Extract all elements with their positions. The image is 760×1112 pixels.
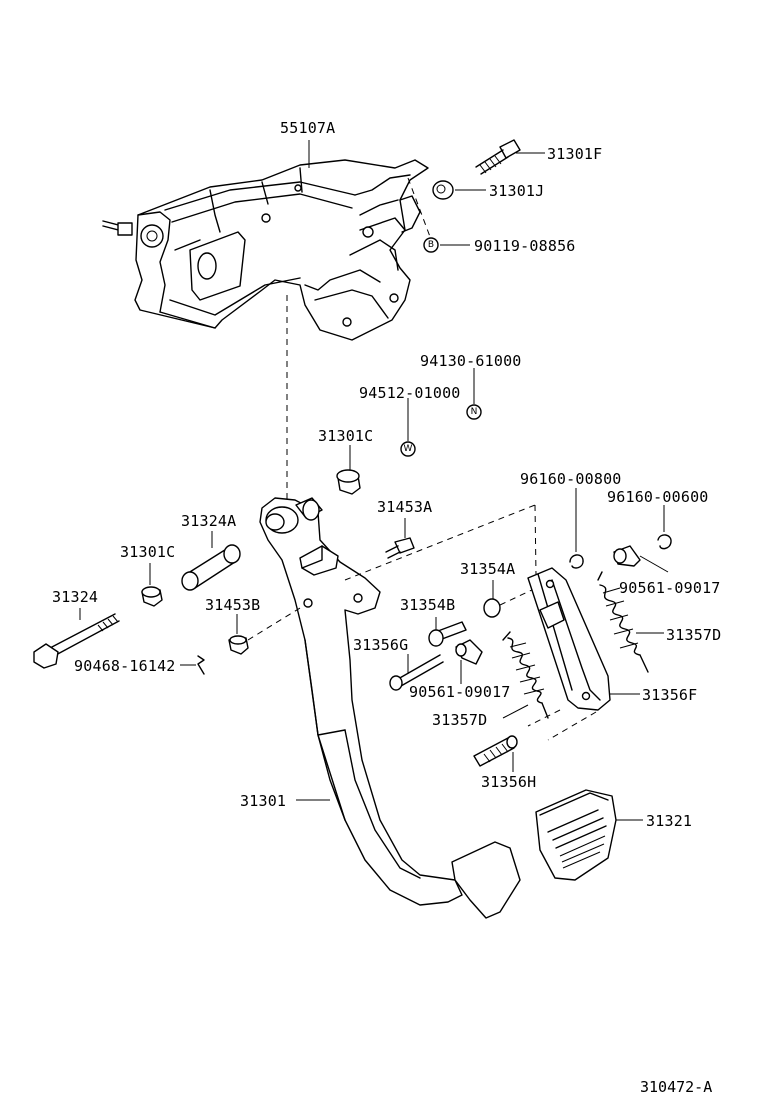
label-31356g: 31356G — [353, 636, 408, 654]
label-31301c-top: 31301C — [318, 427, 373, 445]
label-94130-61000: 94130-61000 — [420, 352, 522, 370]
label-31321: 31321 — [646, 812, 692, 830]
bushing-90561-right-drawing — [613, 545, 669, 573]
bushing-90561-left-drawing — [455, 639, 483, 684]
pedal-pad-drawing — [535, 789, 643, 881]
pedal-bracket-drawing — [102, 159, 429, 341]
label-31301c-left: 31301C — [120, 543, 175, 561]
pin-31356g-drawing — [389, 654, 444, 691]
diagram-ref-code: 310472-A — [640, 1078, 712, 1096]
collar-31324a-drawing — [181, 531, 241, 591]
label-31354b: 31354B — [400, 596, 455, 614]
label-31356h: 31356H — [481, 773, 536, 791]
bushing-31354a-drawing — [483, 580, 537, 618]
label-31301j: 31301J — [489, 182, 544, 200]
label-31356f: 31356F — [642, 686, 697, 704]
plate-31356f-drawing — [527, 504, 640, 741]
spring-31357d-left-drawing — [502, 631, 549, 719]
nut-r-icon — [180, 655, 205, 675]
label-31453a: 31453A — [377, 498, 432, 516]
label-31357d-right: 31357D — [666, 626, 721, 644]
spring-31357d-right-drawing — [597, 571, 664, 673]
marker-n-icon: N — [466, 404, 482, 420]
bolt-31453a-drawing — [385, 518, 415, 559]
label-31354a: 31354A — [460, 560, 515, 578]
label-55107a: 55107A — [280, 119, 335, 137]
label-31324: 31324 — [52, 588, 98, 606]
clip-96160-00600-icon — [657, 505, 672, 550]
nut-31301j-drawing — [432, 180, 454, 200]
marker-w-icon: W — [400, 441, 416, 457]
svg-text:W: W — [404, 444, 413, 454]
svg-text:B: B — [428, 240, 434, 250]
label-94512-01000: 94512-01000 — [359, 384, 461, 402]
marker-b-icon: B — [423, 237, 439, 253]
label-31324a: 31324A — [181, 512, 236, 530]
dash-arm-plate — [344, 504, 536, 581]
pedal-arm-drawing — [259, 497, 521, 919]
label-31301f: 31301F — [547, 145, 602, 163]
pin-31356h-drawing — [473, 735, 518, 772]
label-31357d-left: 31357D — [432, 711, 487, 729]
svg-text:N: N — [471, 407, 478, 417]
label-90119-08856: 90119-08856 — [474, 237, 576, 255]
label-31453b: 31453B — [205, 596, 260, 614]
label-90561-09017-right: 90561-09017 — [619, 579, 721, 597]
bushing-31301c-top-drawing — [336, 445, 361, 495]
pin-31354b-drawing — [428, 617, 467, 647]
bolt-31301f-drawing — [475, 139, 521, 175]
label-96160-00800: 96160-00800 — [520, 470, 622, 488]
label-90468-16142: 90468-16142 — [74, 657, 176, 675]
clip-96160-00800-icon — [569, 488, 584, 569]
label-96160-00600: 96160-00600 — [607, 488, 709, 506]
bolt-31453b-drawing — [228, 604, 306, 655]
dash-bracket-bolt — [407, 177, 433, 243]
label-90561-09017-left: 90561-09017 — [409, 683, 511, 701]
label-31301: 31301 — [240, 792, 286, 810]
shaft-31324-drawing — [33, 608, 120, 669]
bushing-31301c-left-drawing — [141, 563, 163, 607]
